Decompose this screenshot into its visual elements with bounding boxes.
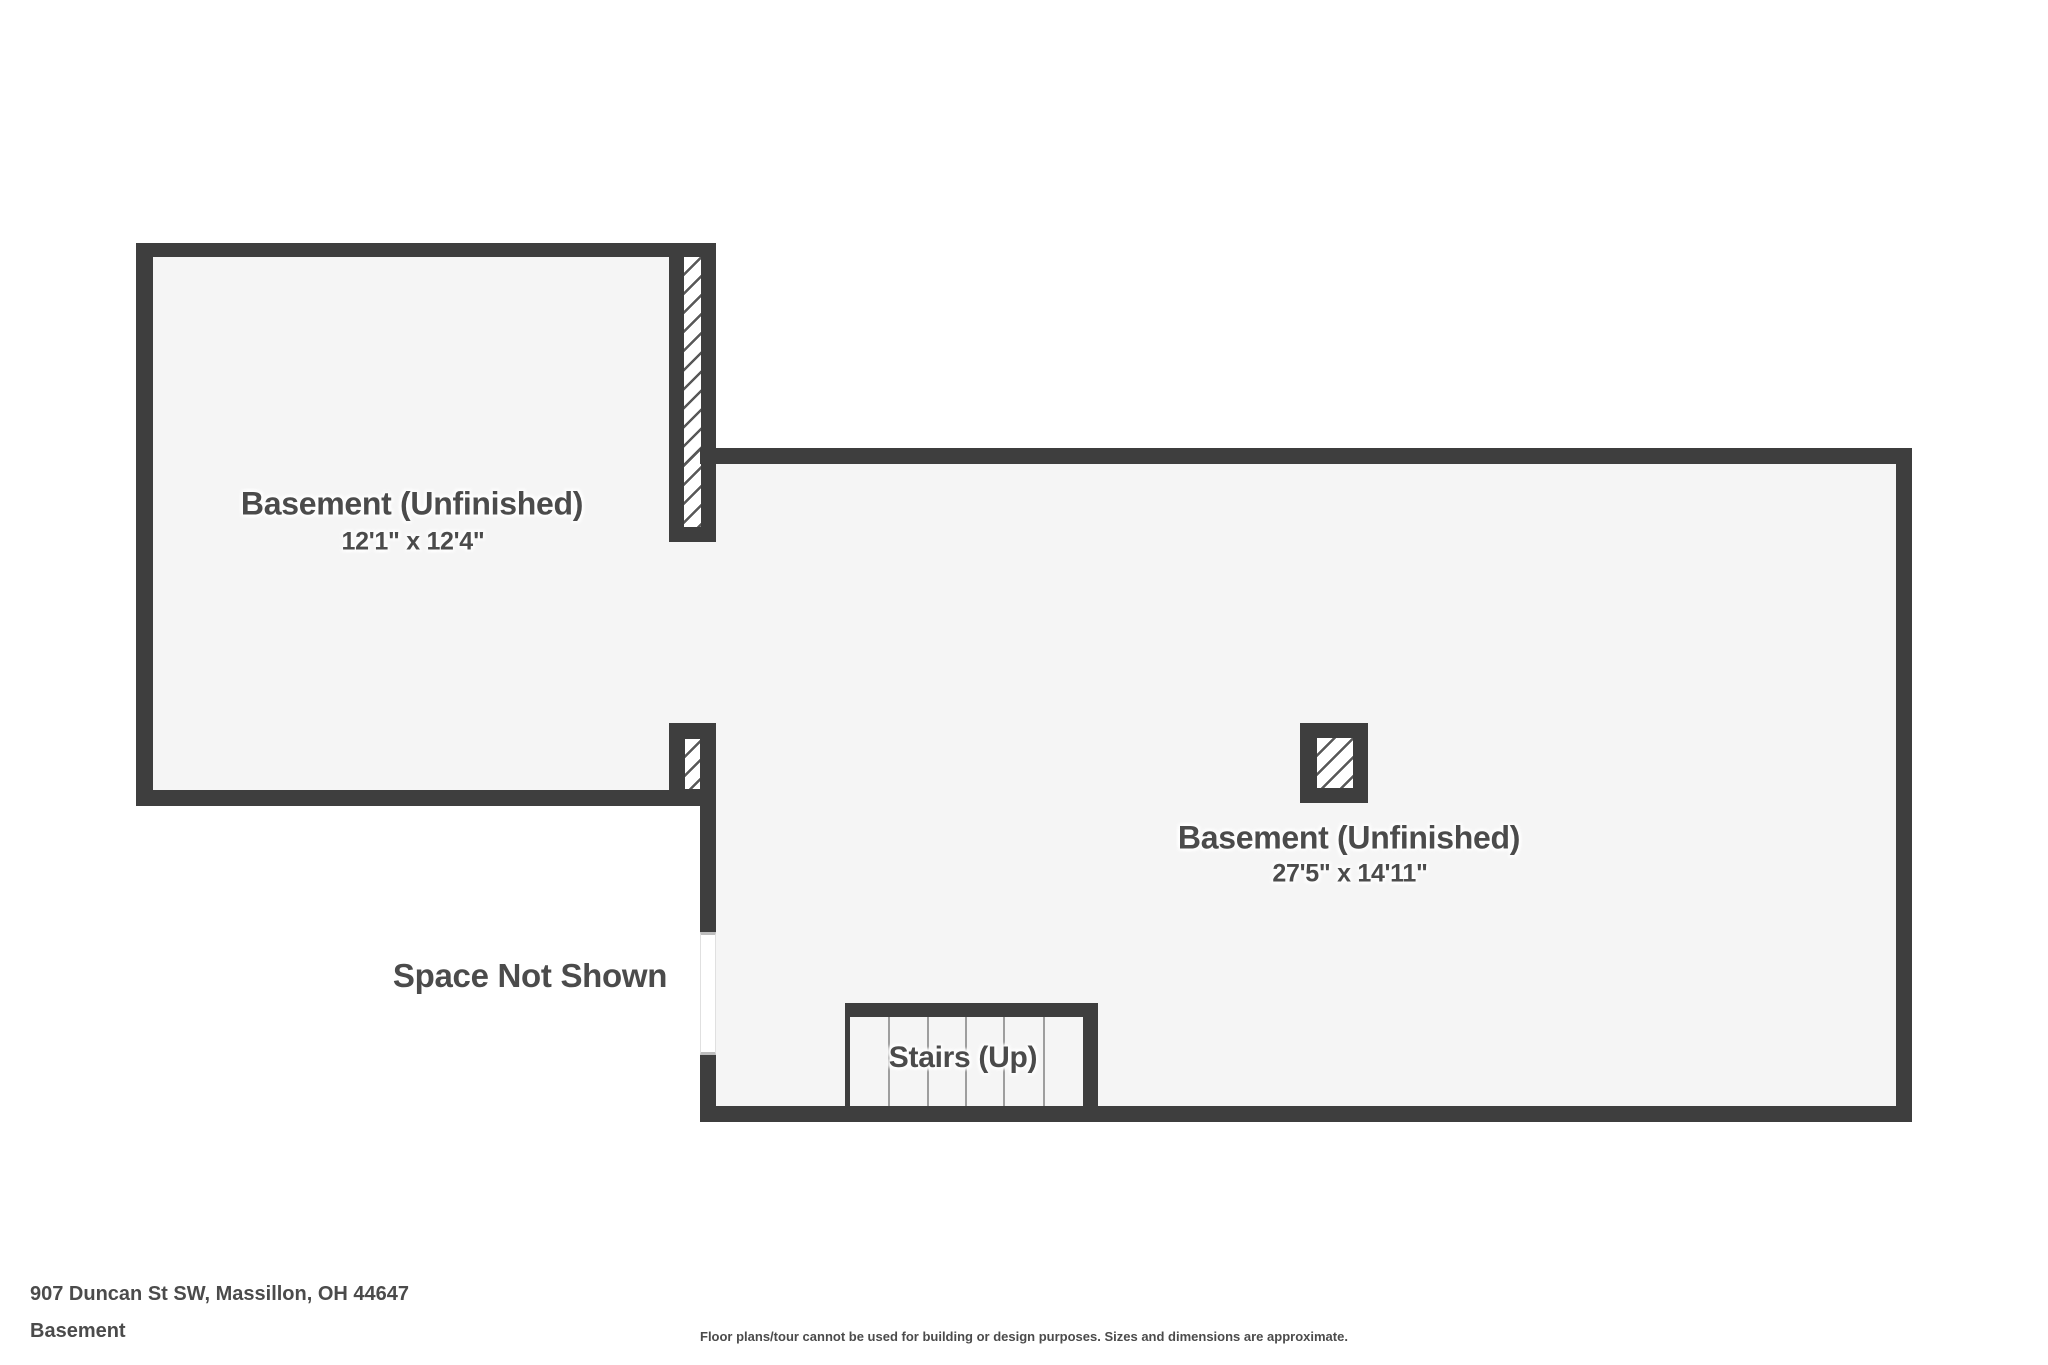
door-opening (700, 932, 716, 1055)
room-left-label: Basement (Unfinished) (240, 485, 584, 522)
room-left-floor (136, 243, 716, 806)
stair-tread-line (965, 1017, 967, 1106)
space-not-shown-label: Space Not Shown (392, 957, 668, 994)
stair-tread-line (1043, 1017, 1045, 1106)
hatched-wall-lower-core (685, 739, 700, 789)
right-room-right-wall (1896, 448, 1912, 1122)
room-left-dimensions: 12'1" x 12'4" (341, 527, 485, 556)
right-room-top-wall (700, 448, 1912, 464)
stair-tread-line (888, 1017, 890, 1106)
stair-tread-line (927, 1017, 929, 1106)
room-right-dimensions: 27'5" x 14'11" (1272, 859, 1428, 888)
disclaimer-text: Floor plans/tour cannot be used for buil… (700, 1329, 1348, 1344)
right-room-left-wall-mid (700, 790, 716, 932)
stairs-label: Stairs (Up) (888, 1041, 1038, 1074)
hatched-wall-upper-core (684, 257, 701, 527)
stairs-right-wall (1083, 1003, 1098, 1122)
right-room-bottom-wall (700, 1106, 1912, 1122)
left-room-left-wall (136, 243, 153, 806)
property-address: 907 Duncan St SW, Massillon, OH 44647 (30, 1283, 410, 1305)
stair-tread-line (1003, 1017, 1005, 1106)
left-room-bottom-wall (136, 790, 716, 806)
right-room-left-wall-lower (700, 1055, 716, 1122)
stairs-left-wall (845, 1003, 850, 1106)
room-right-label: Basement (Unfinished) (1177, 819, 1521, 856)
stairs-top-wall (845, 1003, 1098, 1017)
floor-name: Basement (30, 1320, 126, 1342)
left-room-top-wall (136, 243, 716, 257)
pillar-core (1317, 738, 1353, 788)
